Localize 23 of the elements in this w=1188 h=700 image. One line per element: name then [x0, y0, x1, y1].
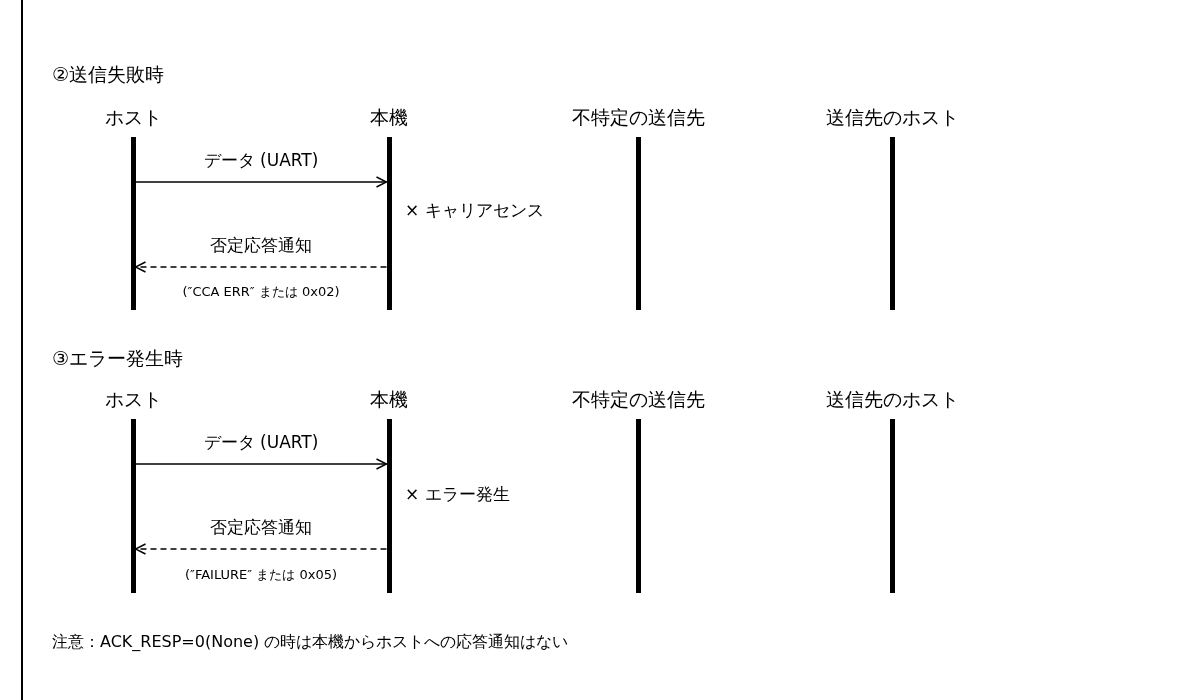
footnote: 注意：ACK_RESP=0(None) の時は本機からホストへの応答通知はない [52, 631, 569, 653]
lifeline-header: 不特定の送信先 [571, 387, 705, 412]
arrow [134, 458, 388, 470]
response-code-note: (″CCA ERR″ または 0x02) [182, 282, 340, 301]
arrow [134, 543, 388, 555]
edge-label: データ (UART) [203, 149, 319, 172]
edge-label: 否定応答通知 [210, 234, 312, 257]
lifeline-header: ホスト [104, 387, 162, 412]
lifeline-header: 本機 [370, 387, 408, 412]
section-heading: ②送信失敗時 [52, 61, 165, 87]
response-code-note: (″FAILURE″ または 0x05) [185, 565, 337, 584]
lifeline-header: 本機 [370, 105, 408, 130]
edge-label: データ (UART) [203, 431, 319, 454]
lifeline-header: 送信先のホスト [825, 105, 959, 130]
status-note: × キャリアセンス [405, 198, 544, 222]
section-heading: ③エラー発生時 [52, 345, 184, 371]
lifeline-header: 送信先のホスト [825, 387, 959, 412]
status-note: × エラー発生 [405, 482, 510, 506]
arrow [134, 261, 388, 273]
lifeline-header: 不特定の送信先 [571, 105, 705, 130]
lifeline-header: ホスト [104, 105, 162, 130]
arrow [134, 176, 388, 188]
edge-label: 否定応答通知 [210, 516, 312, 539]
